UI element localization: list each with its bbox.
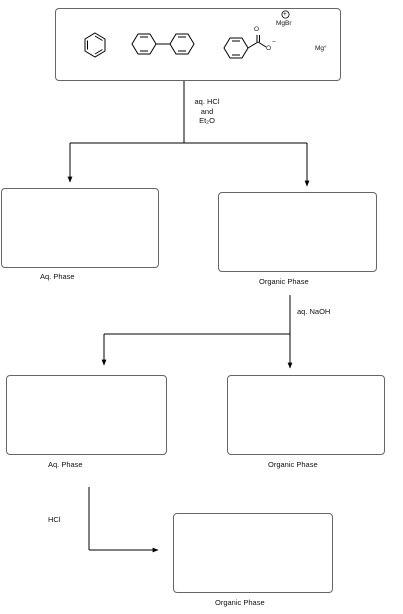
organic-phase-label-1: Organic Phase: [259, 277, 309, 286]
organic-phase-label-3: Organic Phase: [215, 598, 265, 607]
starting-mixture-box: O O − + MgBr Mg°: [55, 8, 341, 81]
aq-phase-label-1: Aq. Phase: [40, 272, 75, 281]
reagent-step2: aq. NaOH: [297, 307, 331, 316]
reagent-step1-line3: Et₂O: [199, 116, 215, 125]
reagent-step1: aq. HCl and Et₂O: [186, 97, 228, 126]
aq-phase-box-2: [6, 375, 167, 455]
aq-phase-box-1: [1, 188, 159, 268]
benzoate-magnesium-bromide-icon: [223, 35, 267, 59]
carboxylate-oxygen-label: O: [266, 45, 272, 52]
benzene-icon: [84, 32, 106, 58]
organic-phase-box-2: [227, 375, 385, 455]
organic-phase-label-2: Organic Phase: [268, 460, 318, 469]
mgbr-label: MgBr: [276, 20, 292, 27]
organic-phase-box-1: [218, 192, 377, 272]
plus-charge-circle-icon: [281, 10, 290, 19]
reagent-step3: HCl: [48, 515, 61, 524]
plus-charge: +: [283, 11, 287, 18]
biphenyl-icon: [131, 33, 195, 55]
reagent-step1-line1: aq. HCl: [194, 97, 220, 106]
carboxylate-minus-charge: −: [272, 39, 276, 46]
carbonyl-oxygen-label: O: [254, 26, 260, 33]
magnesium-metal-label: Mg°: [315, 45, 327, 52]
organic-phase-box-3: [173, 513, 333, 593]
aq-phase-label-2: Aq. Phase: [48, 460, 83, 469]
reagent-step1-line2: and: [200, 106, 214, 116]
